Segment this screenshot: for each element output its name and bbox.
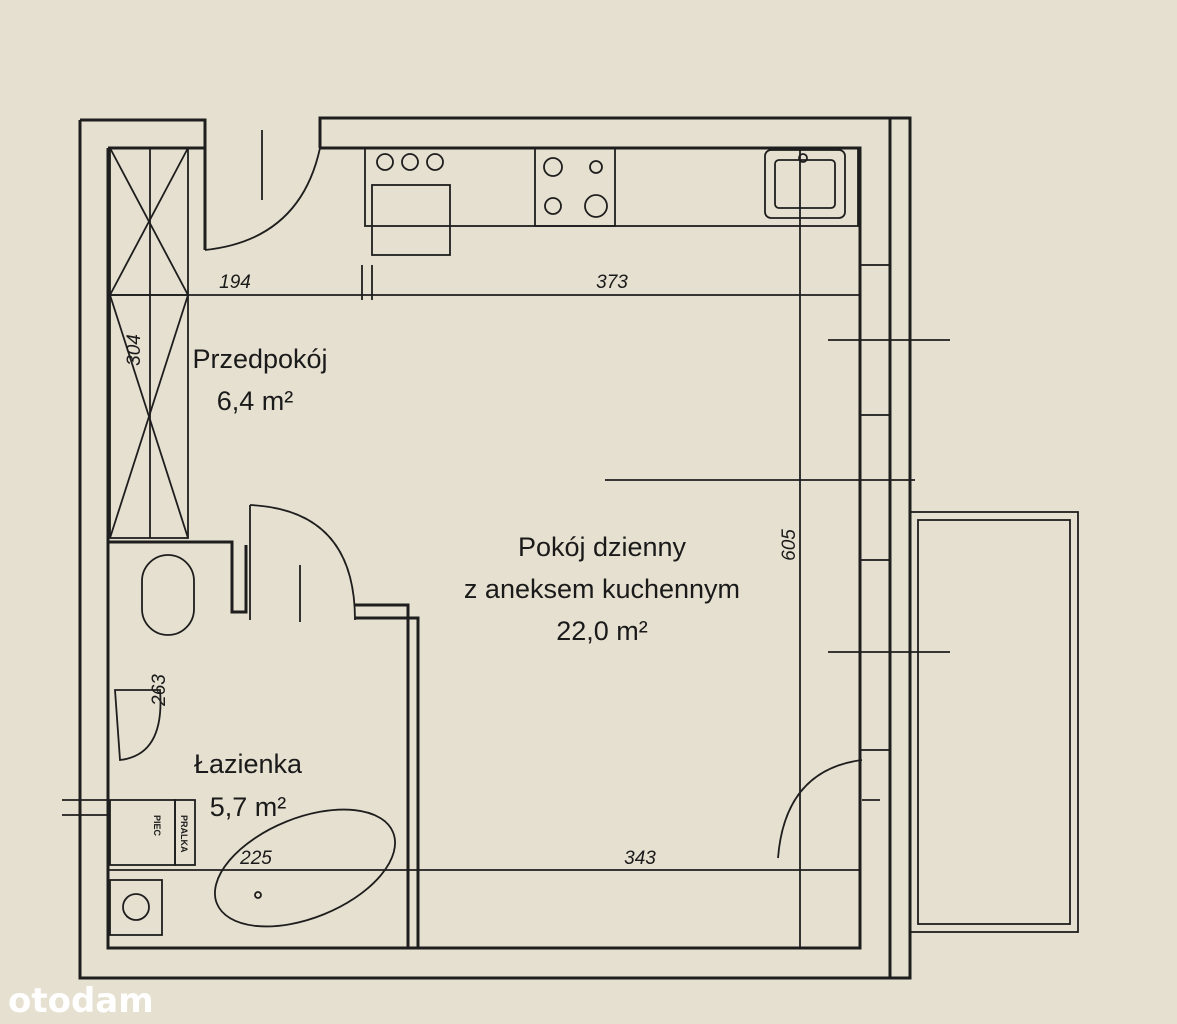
hob bbox=[534, 147, 616, 227]
dim-living-width: 343 bbox=[624, 848, 656, 869]
toilet bbox=[141, 554, 195, 636]
boiler-label: PIEC bbox=[152, 815, 162, 837]
entrance-door bbox=[204, 130, 321, 251]
sink bbox=[764, 149, 846, 219]
balcony bbox=[909, 511, 1079, 933]
windows-and-balcony bbox=[777, 264, 1079, 933]
dimension-lines: 194 373 304 263 225 343 605 bbox=[108, 148, 915, 948]
bathroom-area: 5,7 m² bbox=[210, 792, 287, 822]
kitchen-counter bbox=[364, 147, 859, 256]
room-labels: Przedpokój 6,4 m² Pokój dzienny z anekse… bbox=[192, 344, 740, 822]
dim-wardrobe-length: 304 bbox=[124, 334, 145, 366]
hall-area: 6,4 m² bbox=[217, 386, 294, 416]
living-area: 22,0 m² bbox=[556, 616, 648, 646]
bathroom-name: Łazienka bbox=[194, 749, 303, 779]
dim-hall-width: 194 bbox=[219, 272, 251, 293]
dim-living-length: 605 bbox=[779, 529, 800, 561]
dim-bathroom-width: 225 bbox=[239, 848, 272, 869]
bathroom-walls: PRALKA PIEC bbox=[62, 504, 420, 948]
floor-drain bbox=[109, 879, 163, 936]
otodam-logo: otodam bbox=[8, 981, 154, 1021]
hall-name: Przedpokój bbox=[192, 344, 327, 374]
oven bbox=[371, 184, 451, 256]
living-name-1: Pokój dzienny bbox=[518, 532, 687, 562]
washer-label: PRALKA bbox=[179, 815, 189, 853]
washbasin bbox=[114, 689, 162, 761]
living-name-2: z aneksem kuchennym bbox=[464, 574, 740, 604]
bathtub bbox=[214, 808, 396, 928]
dim-kitchen-width: 373 bbox=[596, 272, 628, 293]
